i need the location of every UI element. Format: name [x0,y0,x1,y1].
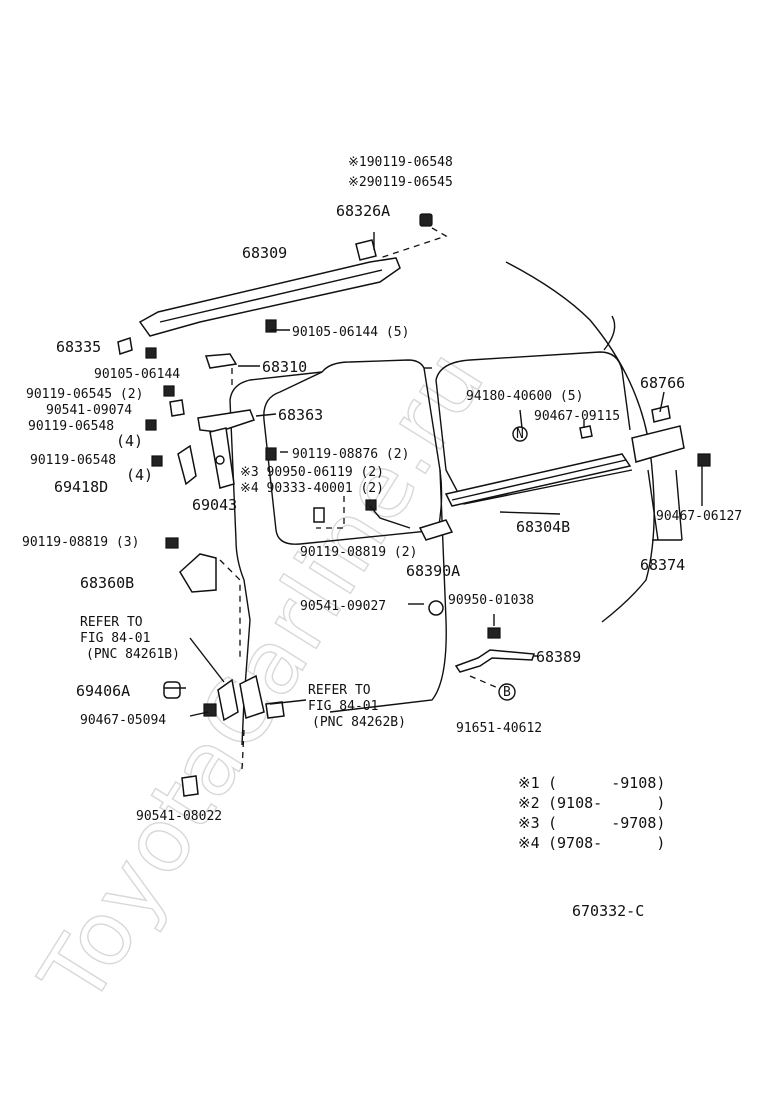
label-91651-40612: 91651-40612 [456,721,542,736]
part-68360B-hinge [179,553,217,593]
part-68310-clip [204,353,238,369]
label-90467-06127: 90467-06127 [656,509,742,524]
label-68389: 68389 [536,648,581,666]
legend-mark-3: ※3 [518,814,540,832]
marker-B: B [498,683,516,701]
part-68374-cover [631,425,685,463]
part-69043-striker [209,427,235,489]
label-90541-09027: 90541-09027 [300,599,386,614]
label-68326A: 68326A [336,202,390,220]
label-note2-90119-06545: ※290119-06545 [348,175,453,190]
label-69043: 69043 [192,496,237,514]
label-68360B: 68360B [80,574,134,592]
part-screw-90119-top [419,213,433,227]
part-screw-90105 [145,347,157,359]
part-68326A-clip [355,239,377,261]
part-latch-left [217,678,239,722]
legend-mark-2: ※2 [518,794,540,812]
part-nut-90950 [313,507,325,523]
label-refer-to-1: REFER TO [80,615,143,630]
part-90541-09074 [169,399,185,417]
watermark-text: ToyotaCarline.ru [20,331,505,1022]
label-68766: 68766 [640,374,685,392]
label-68309: 68309 [242,244,287,262]
label-68374: 68374 [640,556,685,574]
part-90467-09115 [579,425,593,439]
legend-range-1: ( -9108) [548,774,665,792]
part-screw-90119-06548a [145,419,157,431]
leader-91651 [469,675,499,689]
part-labels: ※190119-06548 ※290119-06545 68326A 68309… [22,155,742,824]
label-refer-to-2: REFER TO [308,683,371,698]
part-69406A-bumper [163,681,181,699]
part-68390A-guide [418,519,454,541]
part-68389-rod [454,649,536,673]
label-pnc-84262B: (PNC 84262B) [312,715,406,730]
part-68363-bracket [197,409,255,433]
leader-68360B [219,559,241,660]
legend-range-2: (9108- ) [548,794,665,812]
part-screw-90119-08876 [265,447,277,461]
leader-lines [164,232,703,717]
part-90467-05094 [203,703,217,717]
legend: ※1 ( -9108) ※2 (9108- ) ※3 ( -9708) ※4 (… [518,774,665,852]
part-68335-cap [117,337,133,355]
label-68335: 68335 [56,338,101,356]
label-90541-09074: 90541-09074 [46,403,132,418]
legend-mark-1: ※1 [518,774,540,792]
part-screw-90119-08819-2 [365,499,377,511]
label-94180-40600-5: 94180-40600 (5) [466,389,583,404]
label-qty-4a: (4) [116,432,143,450]
label-90105-06144: 90105-06144 [94,367,180,382]
label-note4-90333-40001: ※4 90333-40001 (2) [240,481,384,496]
part-69418D-plate [177,444,197,486]
label-90119-08819-3: 90119-08819 (3) [22,535,139,550]
part-screw-90119-06545 [163,385,175,397]
label-90119-06545-2: 90119-06545 (2) [26,387,143,402]
part-screw-90105-5 [265,319,277,333]
figure-id: 670332-C [572,902,644,920]
label-90950-01038: 90950-01038 [448,593,534,608]
legend-mark-4: ※4 [518,834,540,852]
label-90119-06548-a: 90119-06548 [28,419,114,434]
leader-90541-08022 [241,729,245,771]
part-90950-01038 [487,627,501,639]
label-fig-84-01-2: FIG 84-01 [308,699,378,714]
label-69418D: 69418D [54,478,108,496]
label-69406A: 69406A [76,682,130,700]
label-68310: 68310 [262,358,307,376]
label-qty-4b: (4) [126,466,153,484]
label-68304B: 68304B [516,518,570,536]
part-68309-rail [138,257,401,337]
label-90119-06548-b: 90119-06548 [30,453,116,468]
marker-N-label: N [516,427,524,442]
label-90119-08876-2: 90119-08876 (2) [292,447,409,462]
marker-B-label: B [503,685,511,700]
label-90467-05094: 90467-05094 [80,713,166,728]
part-clip-90467-06127 [697,453,711,467]
legend-range-4: (9708- ) [548,834,665,852]
label-68390A: 68390A [406,562,460,580]
part-latch-right [239,674,285,719]
part-68304B-rail [444,453,632,507]
part-screw-90119-08819-3 [165,537,179,549]
label-90467-09115: 90467-09115 [534,409,620,424]
label-68363: 68363 [278,406,323,424]
part-90541-09027 [428,600,444,616]
label-note1-90119-06548: ※190119-06548 [348,155,453,170]
label-90541-08022: 90541-08022 [136,809,222,824]
label-note3-90950-06119: ※3 90950-06119 (2) [240,465,384,480]
label-90105-06144-5: 90105-06144 (5) [292,325,409,340]
label-pnc-84261B: (PNC 84261B) [86,647,180,662]
part-68766-cap [651,405,671,423]
marker-N: N [512,426,528,442]
label-90119-08819-2: 90119-08819 (2) [300,545,417,560]
leader-68374 [647,469,683,541]
part-90541-08022 [181,775,199,797]
legend-range-3: ( -9708) [548,814,665,832]
part-screw-90119-06548b [151,455,163,467]
label-fig-84-01-1: FIG 84-01 [80,631,150,646]
